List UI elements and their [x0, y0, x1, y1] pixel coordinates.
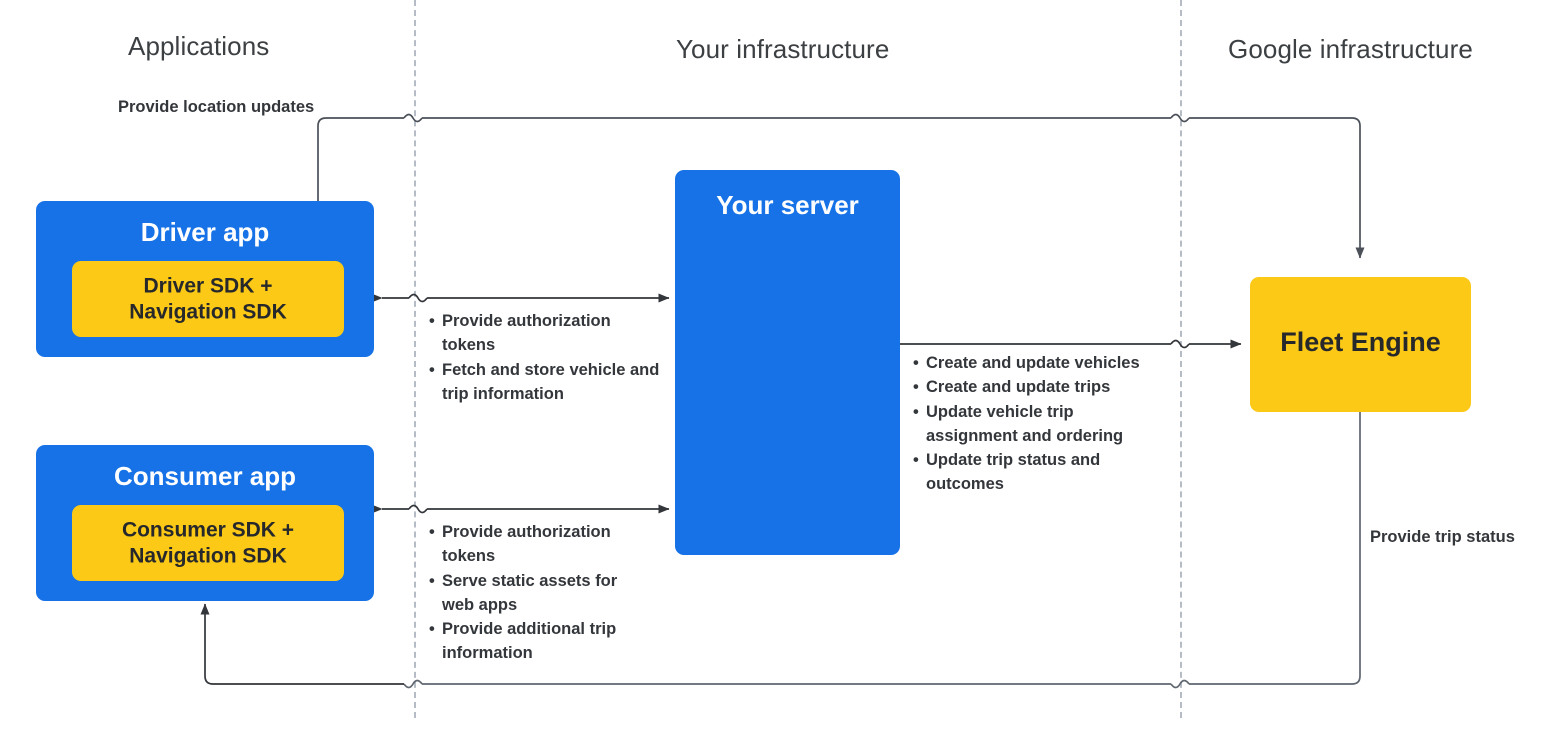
driver-app-title: Driver app	[140, 217, 270, 247]
list-item: Provide authorization tokens	[429, 309, 661, 358]
node-consumer-sdk[interactable]: Consumer SDK +Navigation SDK	[72, 505, 344, 581]
node-driver-app[interactable]: Driver app Driver SDK +Navigation SDK	[36, 201, 374, 357]
list-item: Provide authorization tokens	[429, 520, 629, 569]
swimlane-divider-left	[414, 0, 416, 718]
fleet-engine-title: Fleet Engine	[1280, 327, 1441, 357]
driver-sdk-label: Driver SDK +Navigation SDK	[129, 274, 287, 323]
node-your-server[interactable]: Your server	[675, 170, 900, 555]
swimlane-divider-right	[1180, 0, 1182, 718]
wire-server-fleetengine	[900, 339, 1242, 349]
list-item: Serve static assets for web apps	[429, 569, 629, 618]
bullets-consumer-to-server: Provide authorization tokens Serve stati…	[429, 520, 629, 666]
wire-driver-server	[371, 293, 670, 303]
label-provide-location-updates: Provide location updates	[118, 98, 315, 116]
list-item: Provide additional trip information	[429, 617, 629, 666]
lane-title-your-infrastructure: Your infrastructure	[676, 34, 890, 64]
list-item: Update trip status and outcomes	[913, 448, 1163, 497]
label-provide-trip-status: Provide trip status	[1370, 528, 1515, 546]
node-fleet-engine[interactable]: Fleet Engine	[1250, 277, 1471, 412]
your-server-title: Your server	[716, 190, 859, 220]
lane-title-google-infrastructure: Google infrastructure	[1228, 34, 1473, 64]
lane-title-applications: Applications	[128, 31, 270, 61]
bullets-driver-to-server: Provide authorization tokens Fetch and s…	[429, 309, 661, 406]
consumer-app-title: Consumer app	[113, 461, 297, 491]
node-driver-sdk[interactable]: Driver SDK +Navigation SDK	[72, 261, 344, 337]
bullets-server-to-fleet-engine: Create and update vehicles Create and up…	[913, 351, 1163, 497]
node-consumer-app[interactable]: Consumer app Consumer SDK +Navigation SD…	[36, 445, 374, 601]
list-item: Fetch and store vehicle and trip informa…	[429, 358, 661, 407]
list-item: Update vehicle trip assignment and order…	[913, 400, 1163, 449]
list-item: Create and update vehicles	[913, 351, 1163, 376]
consumer-sdk-label: Consumer SDK +Navigation SDK	[121, 518, 295, 567]
wire-consumer-server	[371, 504, 670, 514]
list-item: Create and update trips	[913, 375, 1163, 400]
